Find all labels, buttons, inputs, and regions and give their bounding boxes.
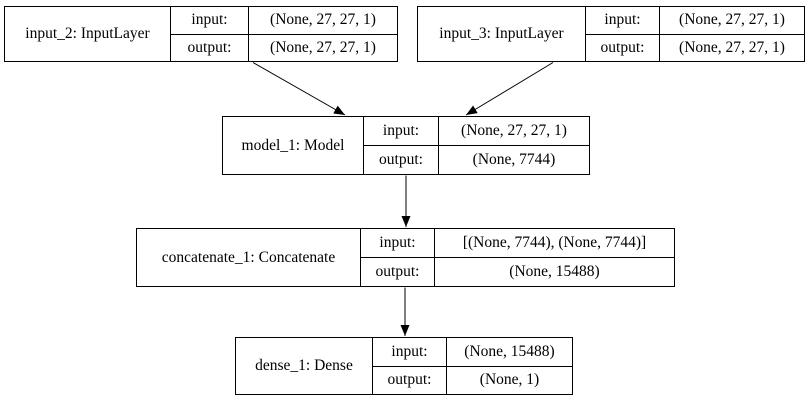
shape-column: (None, 27, 27, 1) (None, 27, 27, 1) bbox=[249, 7, 397, 61]
layer-name-label: concatenate_1: Concatenate bbox=[137, 229, 361, 286]
shape-column: (None, 27, 27, 1) (None, 27, 27, 1) bbox=[660, 7, 804, 61]
input-shape-value: [(None, 7744), (None, 7744)] bbox=[435, 229, 674, 258]
node-input-2: input_2: InputLayer input: output: (None… bbox=[4, 6, 398, 62]
input-key-label: input: bbox=[171, 7, 248, 35]
output-shape-value: (None, 27, 27, 1) bbox=[679, 38, 785, 56]
output-key-label: output: bbox=[379, 151, 423, 168]
output-shape-value: (None, 15488) bbox=[509, 263, 600, 280]
layer-name-label: input_3: InputLayer bbox=[418, 7, 586, 61]
input-key-label: input: bbox=[364, 117, 438, 146]
output-key-label: output: bbox=[387, 371, 432, 389]
shape-column: [(None, 7744), (None, 7744)] (None, 1548… bbox=[435, 229, 674, 286]
shape-column: (None, 27, 27, 1) (None, 7744) bbox=[439, 117, 589, 174]
io-key-column: input: output: bbox=[361, 229, 435, 286]
input-key-label: input: bbox=[361, 229, 434, 258]
input-shape-value: (None, 15488) bbox=[447, 338, 572, 367]
node-dense-1: dense_1: Dense input: output: (None, 154… bbox=[235, 337, 573, 395]
output-key-label: output: bbox=[600, 38, 645, 56]
output-shape-value: (None, 7744) bbox=[472, 151, 556, 168]
io-key-column: input: output: bbox=[171, 7, 249, 61]
input-key-label: input: bbox=[586, 7, 659, 35]
layer-name-label: model_1: Model bbox=[223, 117, 364, 174]
edge-input-3-to-model-1 bbox=[465, 62, 554, 116]
input-shape-value: (None, 27, 27, 1) bbox=[660, 7, 804, 35]
io-key-column: input: output: bbox=[586, 7, 660, 61]
node-model-1: model_1: Model input: output: (None, 27,… bbox=[222, 116, 590, 175]
output-key-label: output: bbox=[375, 263, 420, 280]
output-shape-value: (None, 27, 27, 1) bbox=[270, 38, 376, 56]
output-key-label: output: bbox=[187, 38, 232, 56]
input-shape-value: (None, 27, 27, 1) bbox=[439, 117, 589, 146]
input-shape-value: (None, 27, 27, 1) bbox=[249, 7, 397, 35]
input-key-label: input: bbox=[373, 338, 446, 367]
io-key-column: input: output: bbox=[364, 117, 439, 174]
layer-name-label: dense_1: Dense bbox=[236, 338, 373, 394]
io-key-column: input: output: bbox=[373, 338, 447, 394]
layer-name-label: input_2: InputLayer bbox=[5, 7, 171, 61]
edge-input-2-to-model-1 bbox=[252, 62, 346, 116]
shape-column: (None, 15488) (None, 1) bbox=[447, 338, 572, 394]
node-input-3: input_3: InputLayer input: output: (None… bbox=[417, 6, 805, 62]
output-shape-value: (None, 1) bbox=[479, 371, 540, 389]
node-concatenate-1: concatenate_1: Concatenate input: output… bbox=[136, 228, 675, 287]
